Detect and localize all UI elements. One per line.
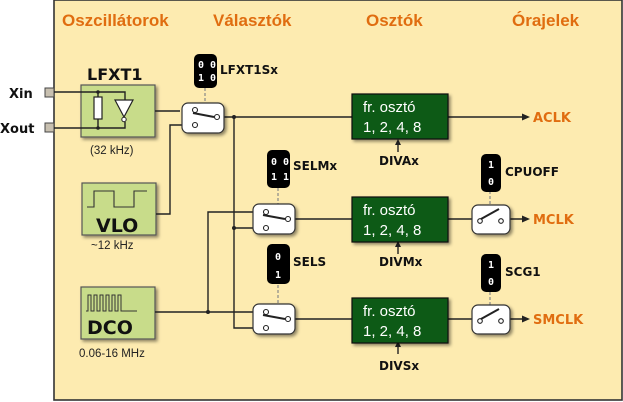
lfxt1sx-label: LFXT1Sx xyxy=(220,63,278,77)
lfxt1sx-bits: 0 0 1 0 xyxy=(194,54,217,88)
pin-xin-label: Xin xyxy=(9,87,33,102)
pin-xout-label: Xout xyxy=(0,122,34,137)
cpuoff-switch xyxy=(471,204,511,235)
sels-bits: 0 1 xyxy=(267,244,290,284)
svg-text:1, 2, 4, 8: 1, 2, 4, 8 xyxy=(363,119,421,136)
selmx-label: SELMx xyxy=(293,159,337,173)
lfxt1sx-switch xyxy=(181,102,225,134)
header-dividers: Osztók xyxy=(366,11,423,30)
pin-xin xyxy=(44,87,55,98)
sels-switch xyxy=(252,303,296,335)
output-smclk: SMCLK xyxy=(533,313,584,328)
svg-text:0: 0 xyxy=(488,177,494,188)
cpuoff-label: CPUOFF xyxy=(505,165,559,179)
scg1-bits: 1 0 xyxy=(481,254,501,292)
mclk-divider: fr. osztó 1, 2, 4, 8 xyxy=(351,196,449,243)
svg-text:fr. osztó: fr. osztó xyxy=(363,202,416,219)
dco-title: DCO xyxy=(87,317,133,339)
svg-text:1, 2, 4, 8: 1, 2, 4, 8 xyxy=(363,323,421,340)
smclk-divider: fr. osztó 1, 2, 4, 8 xyxy=(351,297,449,344)
svg-text:1: 1 xyxy=(488,160,494,171)
inverter-icon xyxy=(114,99,134,119)
sels-label: SELS xyxy=(293,255,326,269)
dco-freq: 0.06-16 MHz xyxy=(79,348,145,360)
divax-label: DIVAx xyxy=(379,154,419,168)
scg1-switch xyxy=(471,304,511,335)
svg-text:1 1: 1 1 xyxy=(271,172,289,183)
vlo-freq: ~12 kHz xyxy=(91,240,134,252)
aclk-divider: fr. osztó 1, 2, 4, 8 xyxy=(351,93,449,140)
output-aclk: ACLK xyxy=(533,111,572,126)
divsx-label: DIVSx xyxy=(379,359,419,373)
fast-square-wave-icon xyxy=(86,294,137,312)
pin-xout xyxy=(44,122,55,133)
selmx-switch xyxy=(252,203,296,235)
vlo-title: VLO xyxy=(96,215,138,237)
output-mclk: MCLK xyxy=(533,213,575,228)
svg-text:1: 1 xyxy=(488,260,494,271)
svg-text:0: 0 xyxy=(275,252,281,263)
divmx-label: DIVMx xyxy=(379,255,423,269)
svg-text:0: 0 xyxy=(488,277,494,288)
resistor-icon xyxy=(93,96,103,120)
svg-text:fr. osztó: fr. osztó xyxy=(363,303,416,320)
svg-text:1, 2, 4, 8: 1, 2, 4, 8 xyxy=(363,222,421,239)
svg-text:0 0: 0 0 xyxy=(198,60,216,71)
selmx-bits: 0 0 1 1 xyxy=(267,150,290,188)
svg-text:1 0: 1 0 xyxy=(198,73,216,84)
lfxt1-freq: (32 kHz) xyxy=(90,145,134,157)
vlo-block: VLO xyxy=(81,182,157,237)
header-selectors: Választók xyxy=(213,11,292,30)
square-wave-icon xyxy=(87,190,147,208)
wiring xyxy=(155,88,530,354)
header-clocks: Órajelek xyxy=(512,11,580,30)
dco-block: DCO xyxy=(80,286,156,340)
svg-text:0 0: 0 0 xyxy=(271,157,289,168)
header-oscillators: Oszcillátorok xyxy=(62,11,169,30)
svg-text:fr. osztó: fr. osztó xyxy=(363,99,416,116)
lfxt1-title: LFXT1 xyxy=(87,65,143,84)
scg1-label: SCG1 xyxy=(505,265,541,279)
cpuoff-bits: 1 0 xyxy=(481,154,501,192)
lfxt1-block xyxy=(54,84,180,138)
svg-text:1: 1 xyxy=(275,270,281,281)
